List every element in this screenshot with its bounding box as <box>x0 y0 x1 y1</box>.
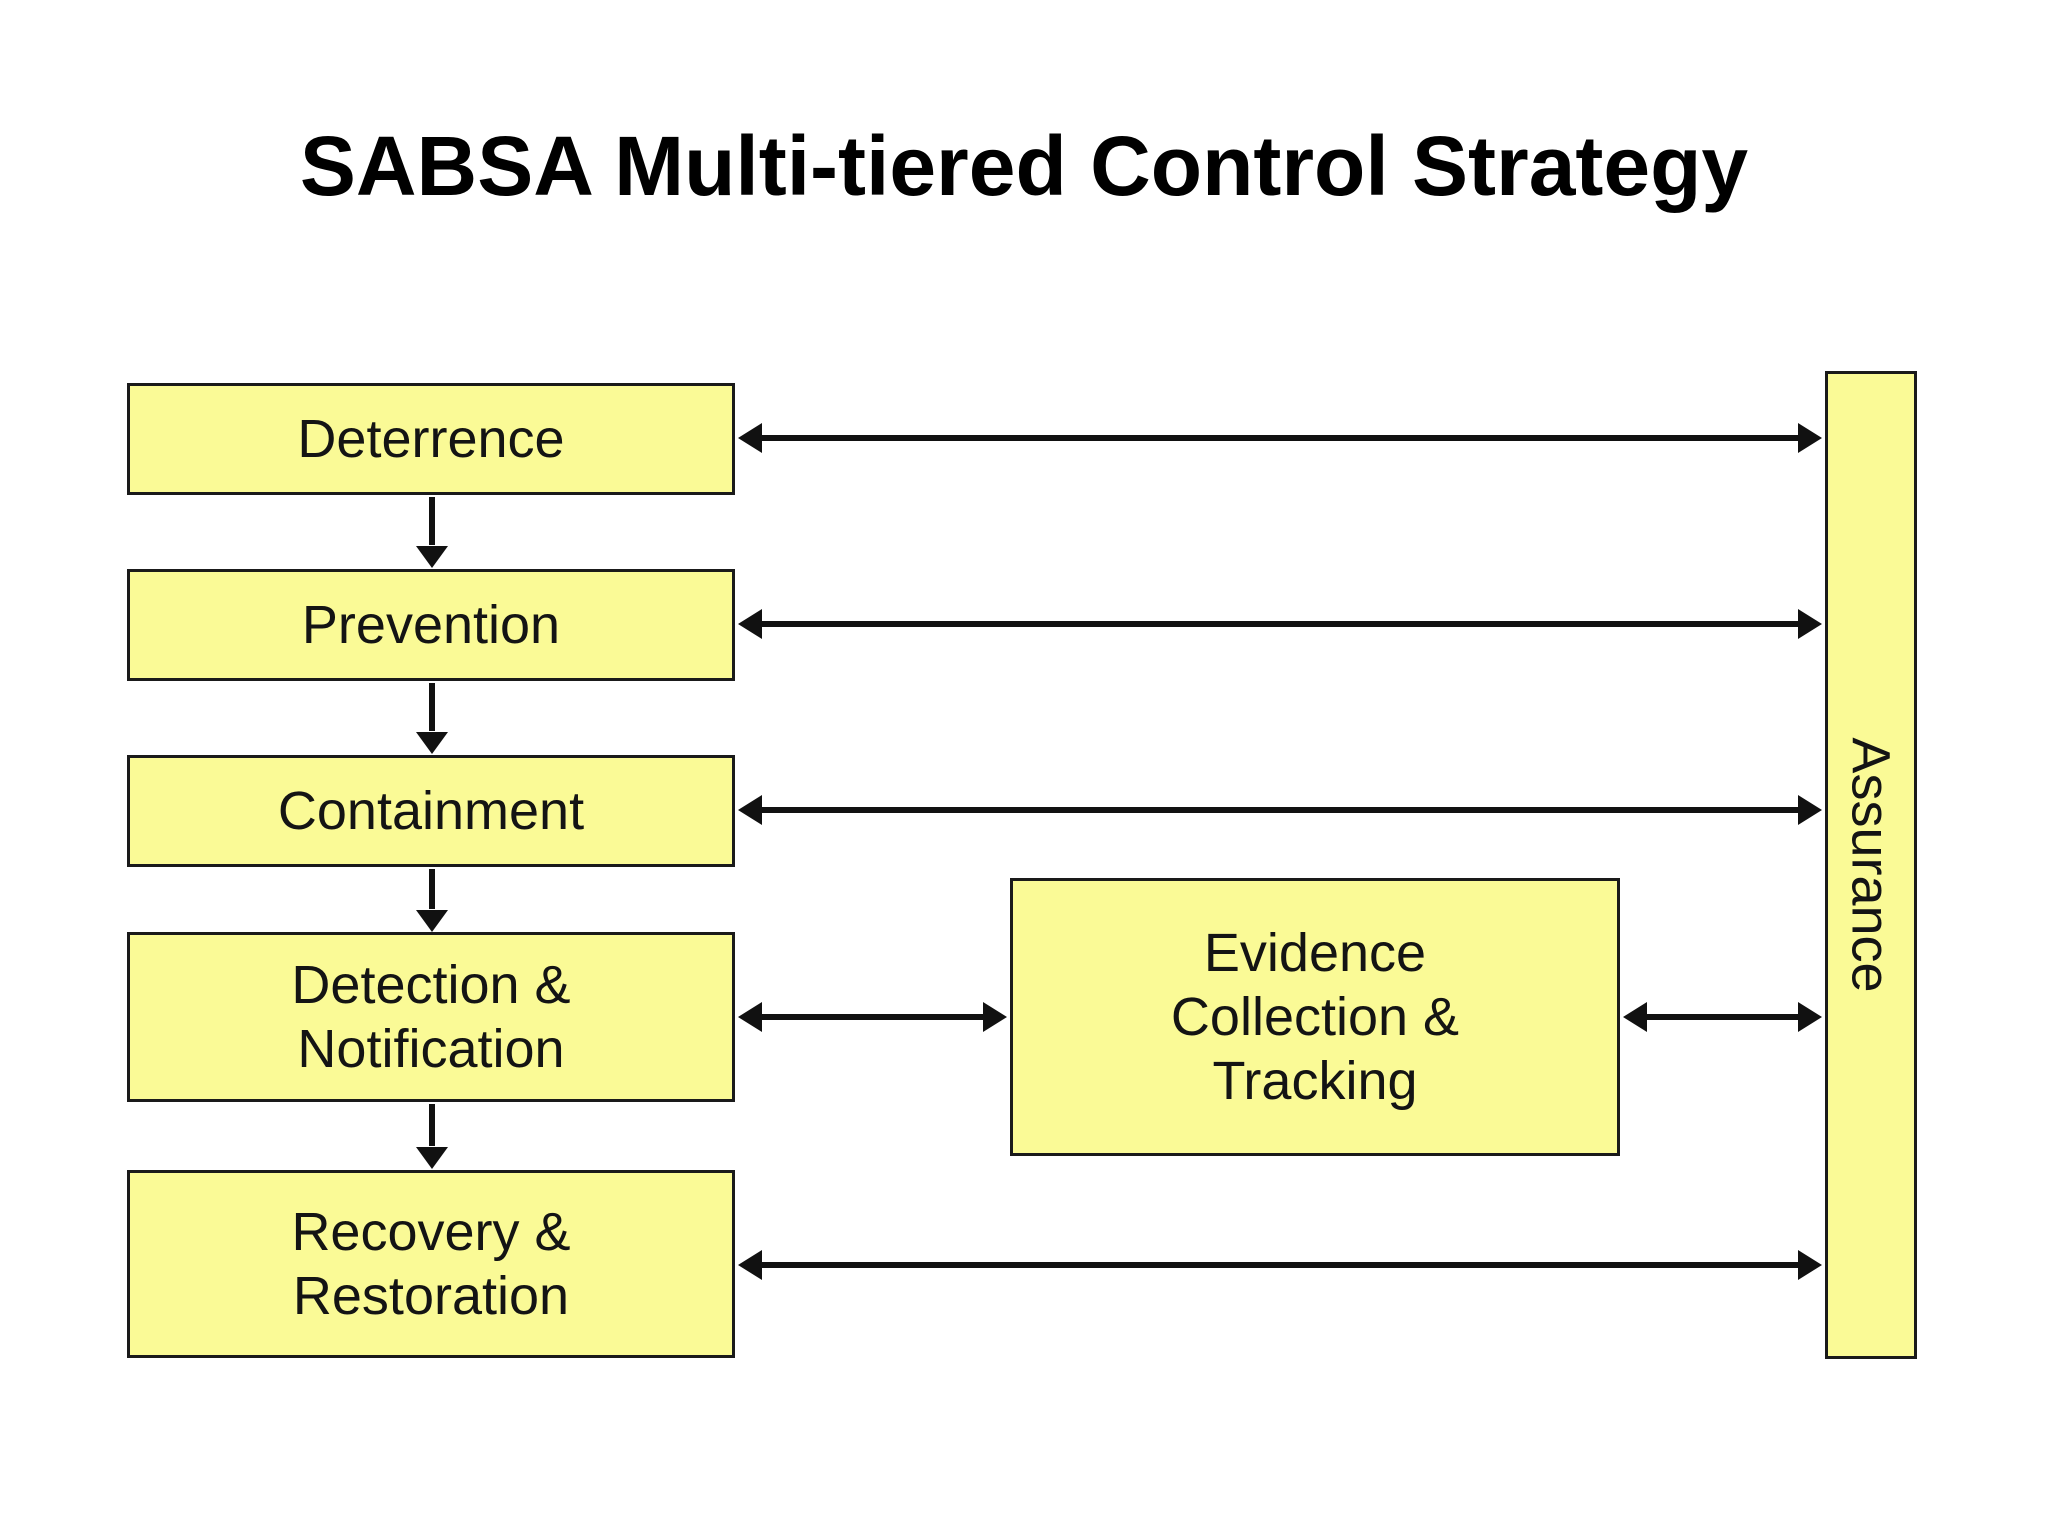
arrow-containment-to-detection <box>429 869 435 909</box>
page-title: SABSA Multi-tiered Control Strategy <box>299 119 1749 213</box>
box-detection-notification[interactable]: Detection & Notification <box>127 932 735 1102</box>
box-assurance[interactable]: Assurance <box>1825 371 1917 1359</box>
arrow-containment-to-assurance <box>762 807 1798 813</box>
arrow-detection-to-evidence <box>762 1014 983 1020</box>
arrow-deterrence-to-prevention <box>429 497 435 545</box>
arrow-prevention-to-containment <box>429 683 435 731</box>
box-detection-notification-label: Detection & Notification <box>291 955 571 1079</box>
box-recovery-restoration[interactable]: Recovery & Restoration <box>127 1170 735 1358</box>
box-deterrence-label: Deterrence <box>297 409 565 469</box>
box-containment-label: Containment <box>277 781 585 841</box>
box-assurance-label: Assurance <box>1841 737 1902 993</box>
box-recovery-restoration-label: Recovery & Restoration <box>291 1202 571 1326</box>
arrow-prevention-to-assurance <box>762 621 1798 627</box>
arrow-deterrence-to-assurance <box>762 435 1798 441</box>
box-deterrence[interactable]: Deterrence <box>127 383 735 495</box>
arrow-detection-to-recovery <box>429 1104 435 1146</box>
arrow-evidence-to-assurance <box>1647 1014 1798 1020</box>
box-prevention[interactable]: Prevention <box>127 569 735 681</box>
box-evidence-collection-tracking[interactable]: Evidence Collection & Tracking <box>1010 878 1620 1156</box>
arrow-recovery-to-assurance <box>762 1262 1798 1268</box>
box-prevention-label: Prevention <box>301 595 561 655</box>
box-containment[interactable]: Containment <box>127 755 735 867</box>
box-evidence-collection-tracking-label: Evidence Collection & Tracking <box>1170 923 1460 1111</box>
